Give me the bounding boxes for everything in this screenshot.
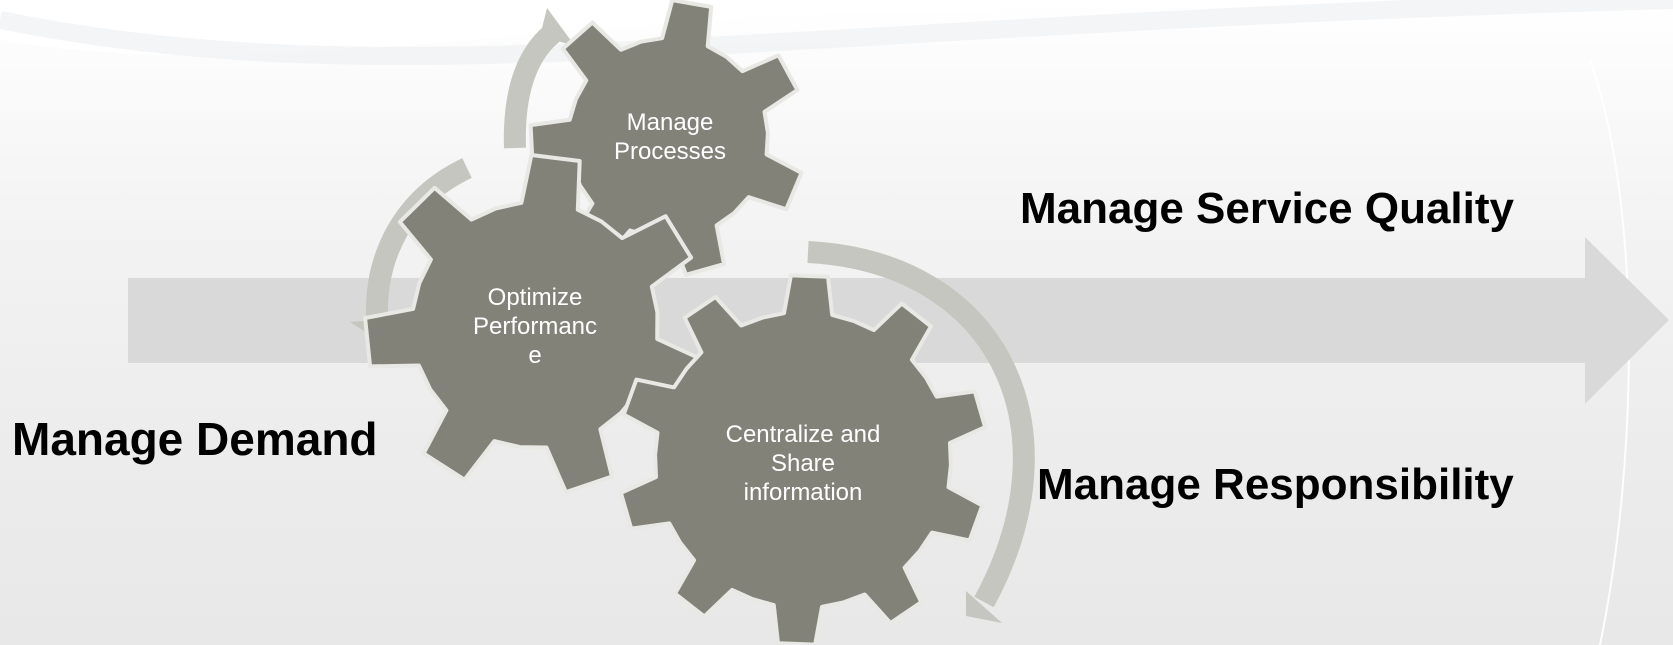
gear-label-line: Performanc — [472, 313, 598, 340]
gear-optimize-performance — [363, 153, 704, 495]
gear-label-line: Optimize — [487, 284, 583, 311]
label-manage-demand: Manage Demand — [12, 413, 378, 465]
label-manage-responsibility: Manage Responsibility — [1037, 460, 1514, 509]
gear-label-line: Centralize and — [725, 421, 881, 448]
gear-label-centralize-information: Centralize and Share information — [703, 420, 903, 507]
curved-arrow-right-head — [966, 591, 1002, 623]
gear-label-line: e — [528, 342, 542, 369]
gear-label-line: Manage — [626, 109, 714, 136]
label-manage-service-quality: Manage Service Quality — [1020, 184, 1514, 233]
gear-label-manage-processes: Manage Processes — [605, 108, 735, 166]
background-swoosh — [0, 0, 1000, 56]
gear-label-line: Processes — [613, 138, 727, 165]
gear-centralize-information — [618, 273, 988, 645]
curved-arrow-right — [807, 241, 1035, 608]
gear-label-optimize-performance: Optimize Performanc e — [455, 283, 615, 370]
curved-arrow-top-head — [540, 8, 575, 46]
gear-label-line: Share — [770, 450, 836, 477]
curved-arrow-left — [365, 158, 472, 319]
gear-label-line: information — [743, 479, 863, 506]
